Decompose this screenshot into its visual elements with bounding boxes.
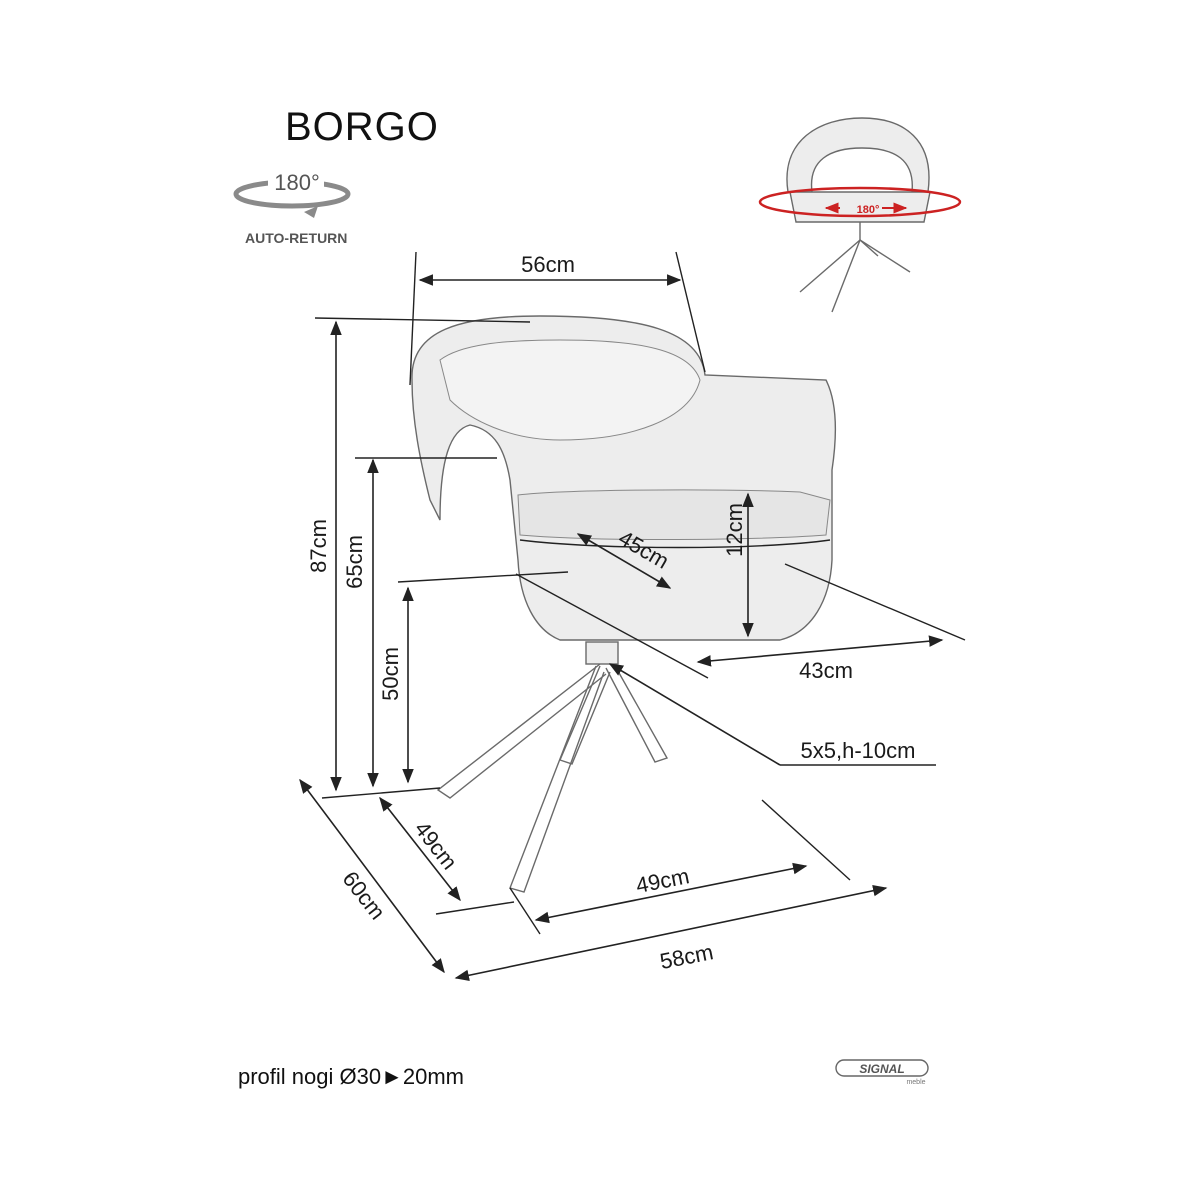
product-title: BORGO [285,105,439,149]
leg-width-label: 49cm [634,863,692,898]
armrest-gap-label: 12cm [722,503,747,557]
width-top-label: 56cm [521,252,575,277]
seat-width-label: 43cm [799,658,853,683]
base-profile-label: 5x5,h-10cm [801,738,916,763]
swivel-icon: 180° [233,170,351,218]
leg-profile-note: profil nogi Ø30►20mm [238,1064,464,1089]
total-width-label: 58cm [658,939,716,974]
rotation-arrow-icon [304,206,318,218]
chair-illustration [411,315,837,893]
seat-seam [519,539,831,549]
brand-name: SIGNAL [859,1062,904,1076]
seat-height-label: 50cm [378,647,403,701]
leg-right [605,663,669,763]
backrest-inner [439,339,701,441]
thumb-backrest [786,117,930,193]
thumb-rotation-ring [758,186,962,218]
auto-return-label: AUTO-RETURN [245,230,347,246]
dimension-lines [299,251,966,981]
swivel-base [585,641,619,665]
rotation-thumbnail: 180° [758,117,962,313]
leg-front-left [436,663,607,799]
total-height-label: 87cm [306,519,331,573]
swivel-angle-label: 180° [274,170,320,195]
brand-logo: SIGNAL meble [835,1059,929,1086]
armrest-height-label: 65cm [342,535,367,589]
seat-cushion [517,489,831,541]
thumb-angle-label: 180° [857,204,880,216]
brand-sub: meble [906,1079,925,1086]
leg-front [509,665,605,893]
total-depth-label: 60cm [337,866,390,924]
leg-back [559,665,611,765]
